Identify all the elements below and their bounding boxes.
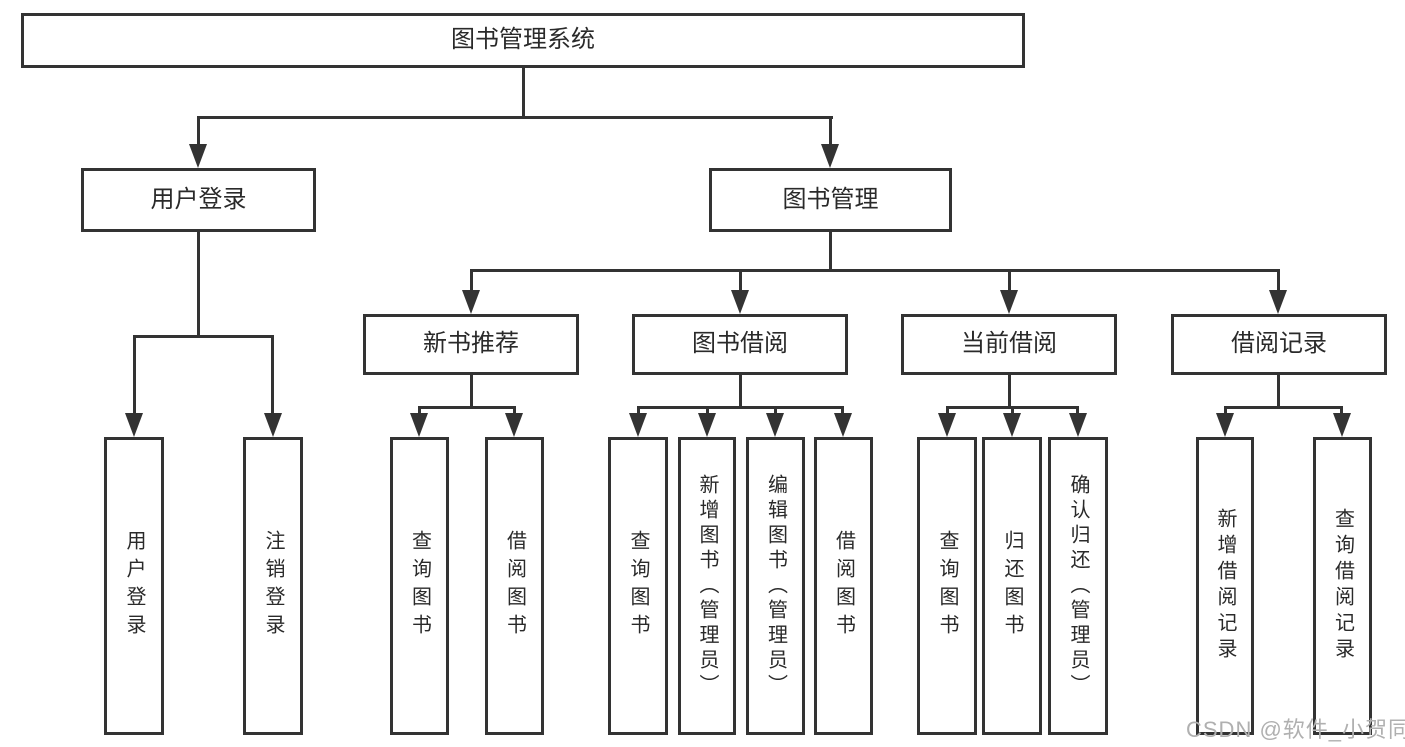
arrow-down-icon [505, 413, 523, 437]
arrow-down-icon [189, 144, 207, 168]
leaf-borrow-books-1: 借阅图书 [485, 437, 544, 735]
connector-line [470, 269, 1280, 272]
arrow-down-icon [1269, 290, 1287, 314]
arrow-down-icon [1003, 413, 1021, 437]
connector-line [1277, 375, 1280, 409]
leaf-borrow-books-2: 借阅图书 [814, 437, 873, 735]
connector-line [1008, 269, 1011, 292]
node-library-system: 图书管理系统 [21, 13, 1025, 68]
leaf-query-borrow-record: 查询借阅记录 [1313, 437, 1372, 735]
connector-line [133, 335, 136, 415]
leaf-add-book-admin: 新增图书（管理员） [678, 437, 736, 735]
arrow-down-icon [629, 413, 647, 437]
leaf-user-login: 用户登录 [104, 437, 164, 735]
connector-line [470, 375, 473, 409]
connector-line [197, 232, 200, 337]
connector-line [706, 406, 709, 415]
node-new-book-recommend: 新书推荐 [363, 314, 579, 375]
connector-line [271, 335, 274, 415]
arrow-down-icon [1333, 413, 1351, 437]
connector-line [739, 269, 742, 292]
connector-line [418, 406, 516, 409]
connector-line [1076, 406, 1079, 415]
connector-line [946, 406, 949, 415]
connector-line [470, 269, 473, 292]
node-borrow-records: 借阅记录 [1171, 314, 1387, 375]
arrow-down-icon [1069, 413, 1087, 437]
leaf-query-books-1: 查询图书 [390, 437, 449, 735]
connector-line [774, 406, 777, 415]
watermark: CSDN @软件_小贺同学 [1186, 717, 1405, 742]
leaf-logout: 注销登录 [243, 437, 303, 735]
arrow-down-icon [698, 413, 716, 437]
connector-line [197, 116, 833, 119]
arrow-down-icon [834, 413, 852, 437]
connector-line [1277, 269, 1280, 292]
node-book-management: 图书管理 [709, 168, 952, 232]
leaf-add-borrow-record: 新增借阅记录 [1196, 437, 1254, 735]
connector-line [637, 406, 640, 415]
leaf-return-book: 归还图书 [982, 437, 1042, 735]
arrow-down-icon [821, 144, 839, 168]
connector-line [522, 68, 525, 118]
leaf-query-books-3: 查询图书 [917, 437, 977, 735]
connector-line [739, 375, 742, 409]
connector-line [513, 406, 516, 415]
leaf-edit-book-admin: 编辑图书（管理员） [746, 437, 805, 735]
arrow-down-icon [731, 290, 749, 314]
leaf-confirm-return-admin: 确认归还（管理员） [1048, 437, 1108, 735]
node-user-login: 用户登录 [81, 168, 316, 232]
connector-line [1340, 406, 1343, 415]
arrow-down-icon [410, 413, 428, 437]
connector-line [637, 406, 844, 409]
arrow-down-icon [125, 413, 143, 437]
connector-line [1008, 375, 1011, 409]
arrow-down-icon [1216, 413, 1234, 437]
connector-line [197, 116, 200, 146]
connector-line [418, 406, 421, 415]
arrow-down-icon [264, 413, 282, 437]
connector-line [133, 335, 274, 338]
arrow-down-icon [1000, 290, 1018, 314]
connector-line [829, 116, 832, 146]
leaf-query-books-2: 查询图书 [608, 437, 668, 735]
arrow-down-icon [938, 413, 956, 437]
arrow-down-icon [462, 290, 480, 314]
node-book-borrowing: 图书借阅 [632, 314, 848, 375]
connector-line [829, 232, 832, 272]
connector-line [841, 406, 844, 415]
connector-line [1011, 406, 1014, 415]
connector-line [1224, 406, 1343, 409]
node-current-borrowing: 当前借阅 [901, 314, 1117, 375]
arrow-down-icon [766, 413, 784, 437]
connector-line [1224, 406, 1227, 415]
